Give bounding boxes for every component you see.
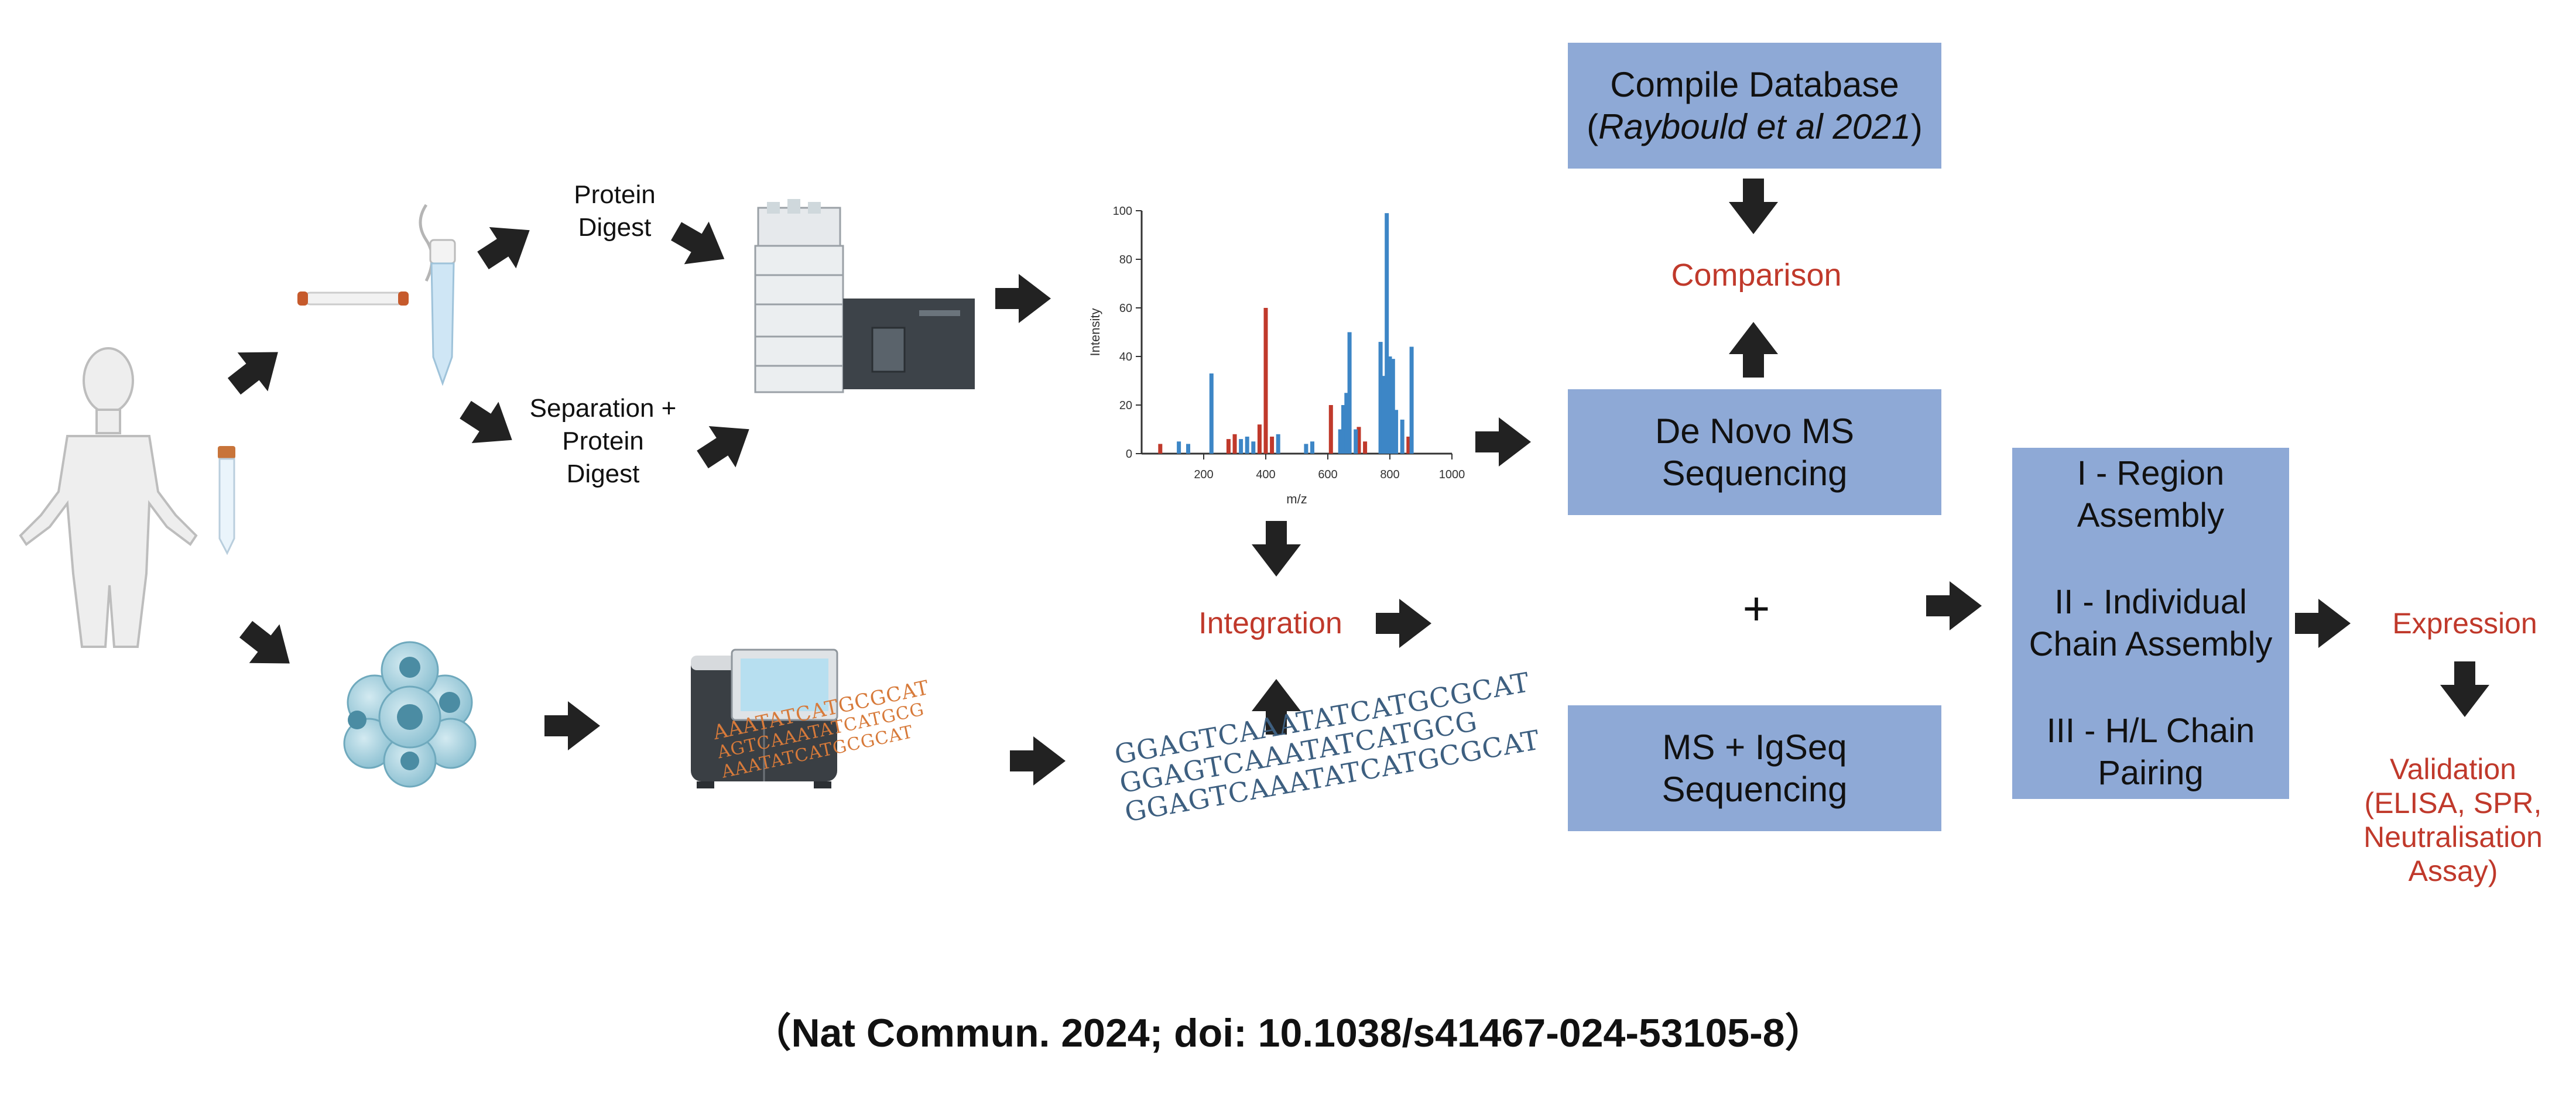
spectrum-peak [1356, 427, 1361, 454]
spectrum-peak [1209, 373, 1214, 454]
spectrum-peak [1341, 405, 1345, 454]
spectrum-peak [1328, 405, 1333, 454]
validation-label: Validation (ELISA, SPR, Neutralisation A… [2363, 753, 2543, 887]
spectrum-peak [1158, 444, 1163, 454]
spectrum-peak [1338, 429, 1342, 454]
y-tick-label: 80 [1119, 253, 1132, 266]
x-tick-label: 1000 [1439, 468, 1465, 481]
arrow-denovo-to-comparison [1729, 322, 1778, 378]
spectrum-peak [1177, 441, 1181, 454]
spectrum-peak [1263, 308, 1268, 454]
arrow-expression-to-validation [2440, 661, 2489, 717]
protein-digest-label: Protein Digest [574, 180, 656, 242]
arrow-db-to-comparison [1729, 179, 1778, 234]
arrow-integration-out [1376, 599, 1431, 648]
spectrum-peak [1381, 376, 1386, 454]
spectrum-peak [1232, 434, 1237, 454]
column-tube-icon [419, 204, 456, 386]
spectrum-peak [1388, 356, 1392, 454]
spectrum-peak [1363, 441, 1368, 454]
arrow-to-digestion [219, 332, 293, 406]
sequencer-icon [691, 649, 838, 788]
de-novo-ms-sequencing-box: De Novo MS Sequencing [1568, 389, 1941, 515]
spectrum-peak [1239, 439, 1244, 454]
spectrum-peak [1400, 419, 1405, 454]
arrow-digest-to-ms [664, 210, 737, 280]
mass-spectrum-chart: 200 400 600 800 1000 0 20 40 60 80 100 m/z Intensity [1088, 205, 1465, 506]
spectrum-peak [1226, 439, 1231, 454]
spectrum-peak [1385, 213, 1389, 454]
spectrum-peak [1394, 410, 1399, 454]
mass-spectrometer-icon [754, 199, 975, 393]
spectrum-peak [1276, 434, 1280, 454]
arrow-spectrum-to-integration [1252, 521, 1301, 577]
expression-label: Expression [2392, 607, 2537, 640]
spectrum-peak [1409, 347, 1414, 454]
spectrum-peak [1310, 441, 1314, 454]
spectrum-peak [1304, 444, 1308, 454]
human-figure-icon [19, 347, 198, 648]
spectrum-peak [1245, 436, 1249, 454]
y-tick-label: 60 [1119, 302, 1132, 315]
spectrum-peak [1344, 393, 1349, 454]
arrow-sequencer-to-reads [1010, 736, 1066, 786]
spectrum-peak [1257, 424, 1262, 454]
arrow-to-cells [231, 609, 305, 683]
arrow-to-protein-digest [470, 210, 543, 282]
spectrum-peak [1406, 436, 1411, 454]
spectrum-peak [1347, 332, 1352, 454]
y-axis-label: Intensity [1088, 308, 1102, 356]
spectrum-peak [1354, 429, 1358, 454]
x-tick-label: 400 [1256, 468, 1275, 481]
b-cell-cluster-icon [343, 641, 477, 788]
compile-database-box: Compile Database (Raybould et al 2021) [1568, 43, 1941, 169]
citation-text: （Nat Commun. 2024; doi: 10.1038/s41467-0… [751, 1011, 1825, 1055]
ms-igseq-sequencing-box: MS + IgSeq Sequencing [1568, 705, 1941, 831]
arrow-to-separation [452, 389, 526, 461]
y-tick-label: 100 [1113, 205, 1132, 218]
sample-tube-horizontal-icon [297, 291, 409, 306]
assembly-steps-box: I - Region Assembly II - Individual Chai… [2012, 448, 2289, 799]
arrow-cells-to-sequencer [544, 701, 600, 750]
x-tick-label: 800 [1380, 468, 1399, 481]
arrow-assembly-to-expression [2295, 599, 2351, 648]
spectrum-peak [1186, 444, 1190, 454]
y-tick-label: 0 [1126, 448, 1132, 461]
spectrum-peak [1378, 342, 1383, 454]
comparison-label: Comparison [1671, 258, 1842, 293]
x-axis-label: m/z [1286, 492, 1307, 506]
spectrum-peak [1270, 436, 1275, 454]
spectrum-peak [1251, 441, 1256, 454]
separation-digest-label: Separation + Protein Digest [529, 394, 677, 488]
arrow-to-assembly [1926, 581, 1982, 630]
arrow-separation-to-ms [689, 409, 763, 481]
arrow-ms-to-spectrum [995, 274, 1051, 323]
blood-tube-icon [218, 446, 235, 555]
integration-label: Integration [1198, 606, 1342, 640]
y-tick-label: 40 [1119, 351, 1132, 363]
spectrum-peak [1390, 359, 1395, 454]
x-tick-label: 200 [1194, 468, 1213, 481]
x-tick-label: 600 [1318, 468, 1337, 481]
plus-sign: + [1742, 582, 1770, 634]
y-tick-label: 20 [1119, 399, 1132, 412]
